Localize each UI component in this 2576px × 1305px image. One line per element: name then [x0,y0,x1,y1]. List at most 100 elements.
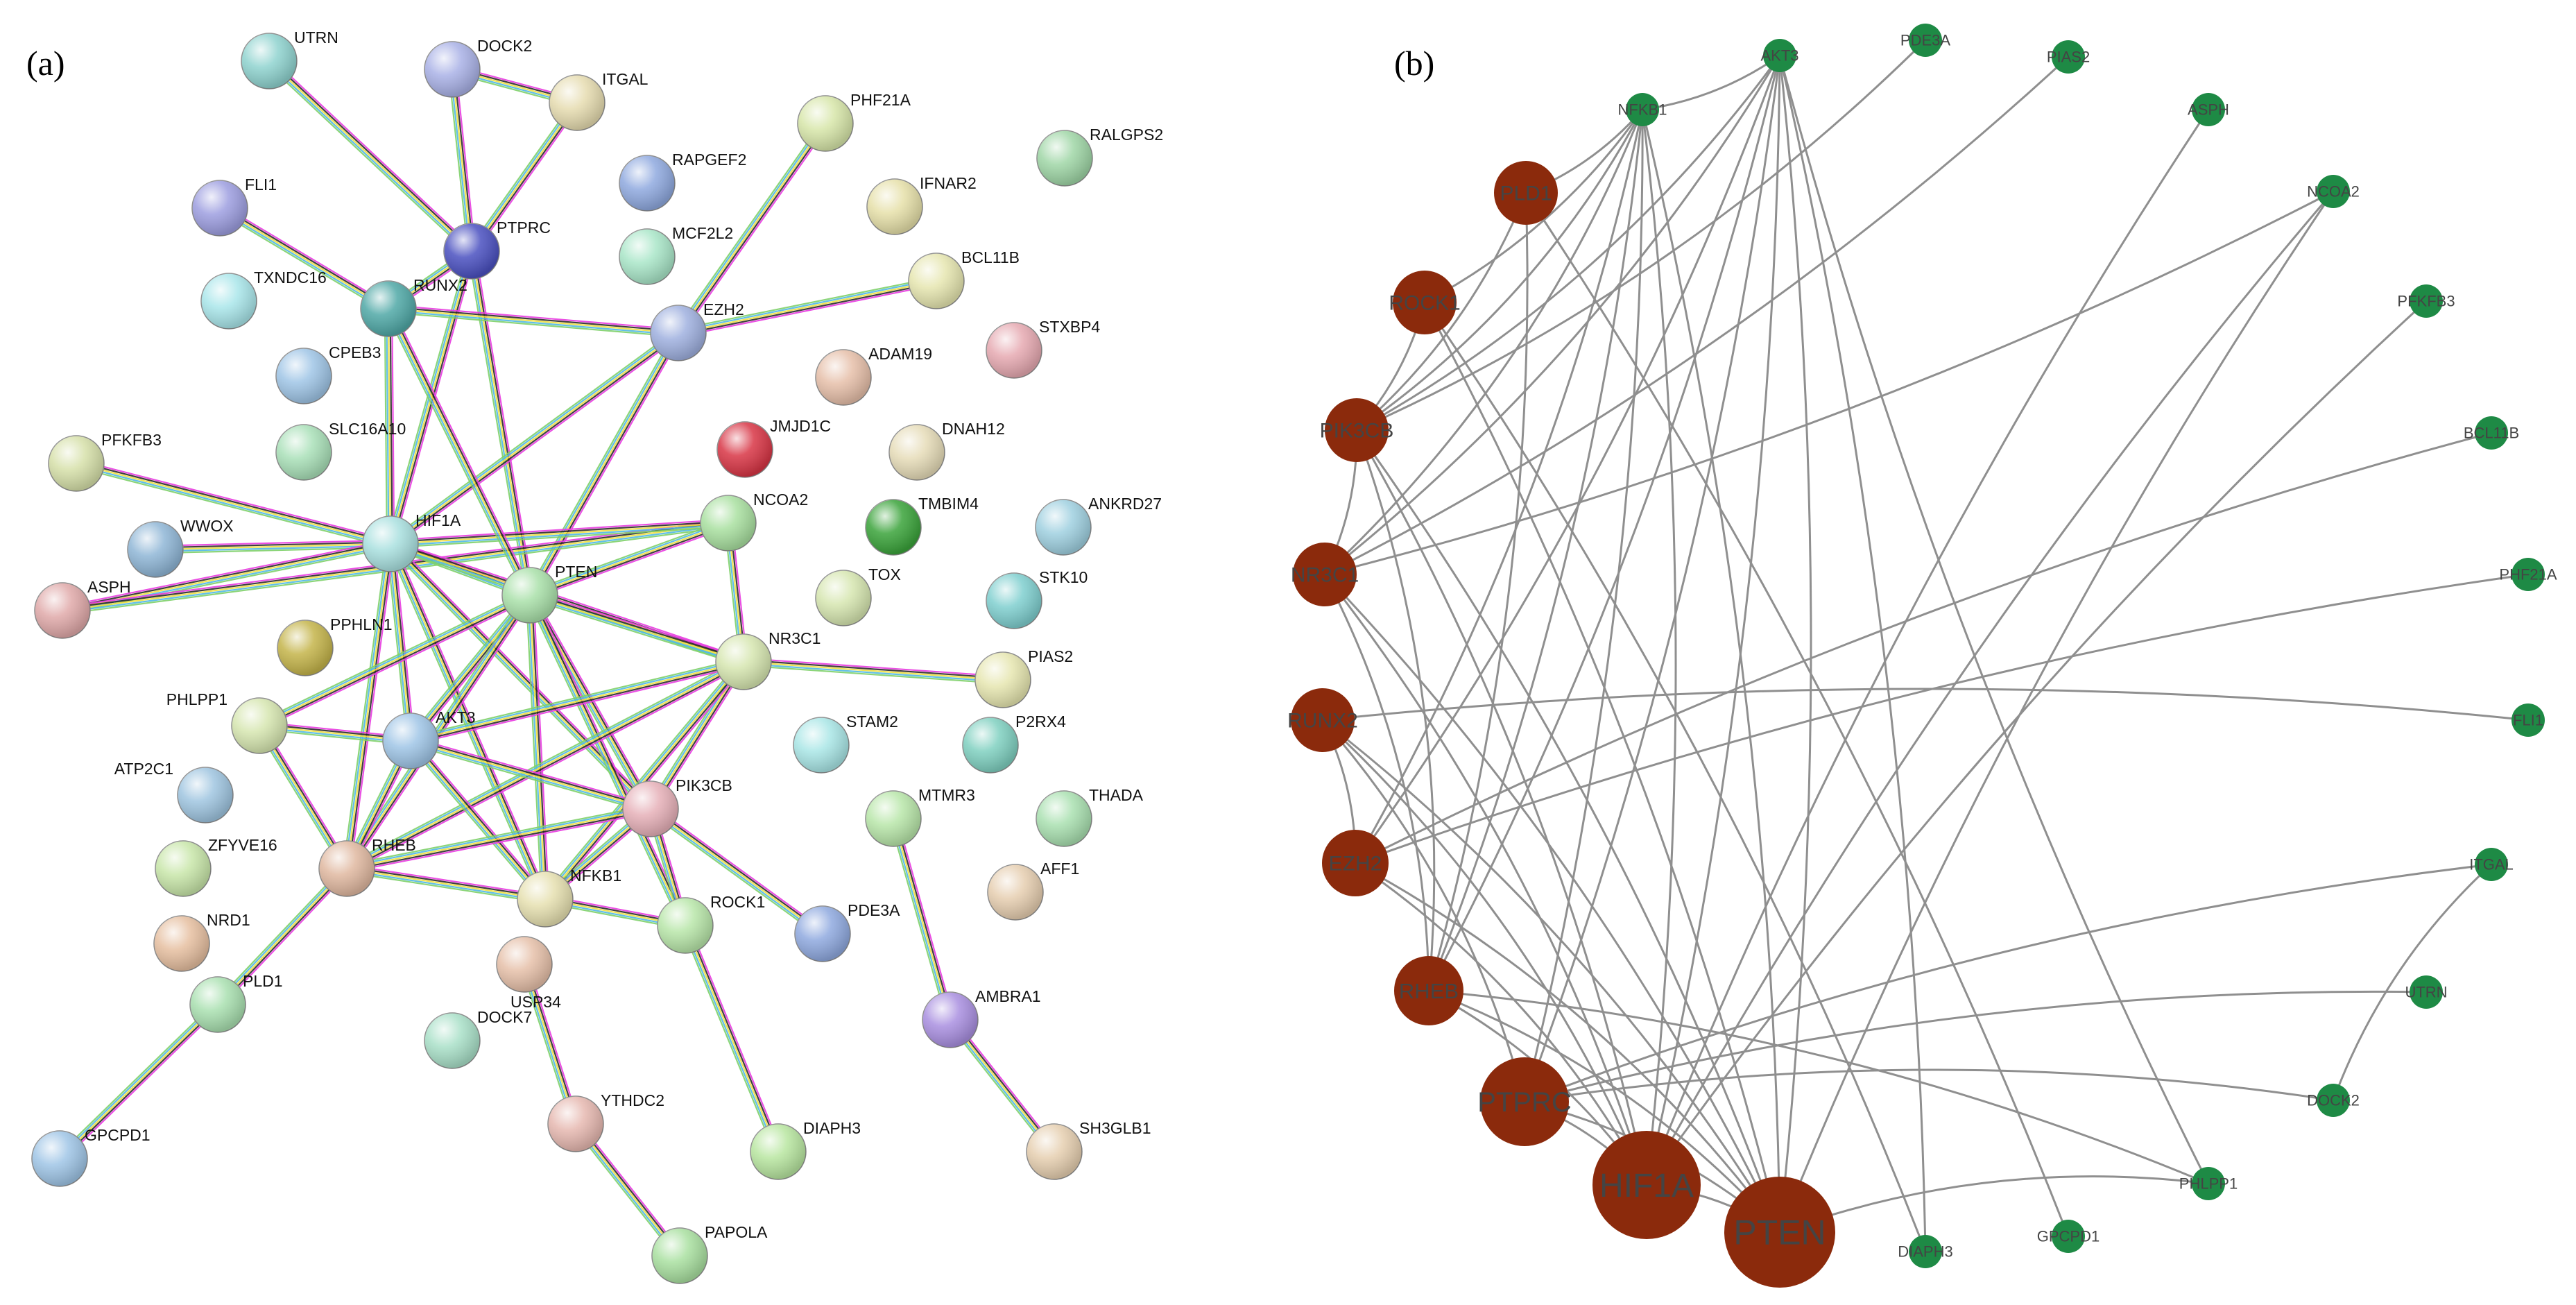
node-tox[interactable]: TOX [815,565,901,626]
leaf-phf21a[interactable]: PHF21A [2499,558,2557,591]
node-papola-sheen [652,1228,707,1283]
node-ambra1[interactable]: AMBRA1 [922,987,1041,1048]
leaf-fli1[interactable]: FLI1 [2511,703,2545,737]
leaf-pde3a[interactable]: PDE3A [1900,24,1950,57]
node-ralgps2[interactable]: RALGPS2 [1036,126,1163,187]
leaf-fli1-circle [2511,703,2545,737]
leaf-itgal[interactable]: ITGAL [2469,848,2514,881]
node-asph[interactable]: ASPH [34,578,131,639]
node-gpcpd1[interactable]: GPCPD1 [31,1126,151,1187]
hub-pten[interactable]: PTEN [1724,1177,1835,1288]
node-stk10[interactable]: STK10 [986,568,1088,629]
node-rapgef2[interactable]: RAPGEF2 [619,151,746,212]
node-wwox[interactable]: WWOX [127,517,234,578]
node-usp34[interactable]: USP34 [496,936,561,1011]
edge-runx2-hif1a [384,308,395,545]
node-diaph3[interactable]: DIAPH3 [750,1119,861,1180]
node-utrn[interactable]: UTRN [241,28,338,89]
hub-pik3cb[interactable]: PIK3CB [1320,398,1394,462]
node-p2rx4[interactable]: P2RX4 [962,713,1066,774]
node-phf21a[interactable]: PHF21A [797,91,911,152]
node-dnah12[interactable]: DNAH12 [888,420,1005,481]
node-txndc16[interactable]: TXNDC16 [200,268,327,330]
hub-nr3c1[interactable]: NR3C1 [1291,543,1359,606]
node-dock2[interactable]: DOCK2 [424,37,532,98]
node-jmjd1c[interactable]: JMJD1C [716,417,831,478]
leaf-phlpp1[interactable]: PHLPP1 [2179,1167,2238,1200]
hub-ezh2[interactable]: EZH2 [1322,830,1389,896]
node-rock1[interactable]: ROCK1 [657,893,765,954]
node-ptprc[interactable]: PTPRC [443,219,551,280]
node-runx2[interactable]: RUNX2 [360,276,467,337]
hub-rheb[interactable]: RHEB [1394,956,1463,1025]
node-mtmr3-sheen [866,791,921,846]
node-ythdc2[interactable]: YTHDC2 [547,1091,664,1152]
hub-pld1[interactable]: PLD1 [1494,161,1558,225]
node-slc16a10[interactable]: SLC16A10 [275,420,406,481]
edge-pld1-pik3cb [1356,192,1527,432]
node-nr3c1[interactable]: NR3C1 [715,629,821,690]
hub-rock1[interactable]: ROCK1 [1389,271,1461,334]
node-pphln1[interactable]: PPHLN1 [277,615,392,676]
edge-akt3-nfkb1 [407,737,549,903]
leaf-phlpp1-circle [2192,1167,2225,1200]
node-zfyve16-label: ZFYVE16 [208,836,277,854]
node-ifnar2[interactable]: IFNAR2 [866,174,977,235]
leaf-akt3[interactable]: AKT3 [1760,39,1799,72]
node-phlpp1[interactable]: PHLPP1 [166,690,288,754]
node-itgal[interactable]: ITGAL [549,70,649,131]
node-thada[interactable]: THADA [1036,786,1144,847]
leaf-pias2[interactable]: PIAS2 [2047,40,2090,74]
node-aff1[interactable]: AFF1 [987,860,1079,921]
node-pde3a[interactable]: PDE3A [794,901,900,962]
node-pld1[interactable]: PLD1 [189,972,283,1033]
node-ankrd27[interactable]: ANKRD27 [1035,495,1162,556]
leaf-asph[interactable]: ASPH [2188,93,2229,126]
leaf-gpcpd1[interactable]: GPCPD1 [2037,1220,2100,1253]
node-stxbp4[interactable]: STXBP4 [986,318,1100,379]
leaf-nfkb1[interactable]: NFKB1 [1618,93,1667,126]
leaf-utrn[interactable]: UTRN [2405,975,2448,1009]
node-ncoa2-label: NCOA2 [753,491,808,509]
node-pten[interactable]: PTEN [501,563,597,624]
node-tmbim4-label: TMBIM4 [918,495,979,513]
node-stam2-sheen [793,717,849,773]
node-pias2[interactable]: PIAS2 [974,647,1073,708]
node-ezh2[interactable]: EZH2 [650,300,744,361]
node-pik3cb[interactable]: PIK3CB [622,776,732,837]
node-adam19[interactable]: ADAM19 [815,345,932,406]
node-adam19-sheen [816,350,871,405]
leaf-pfkfb3[interactable]: PFKFB3 [2397,284,2455,318]
hub-ptprc[interactable]: PTPRC [1477,1057,1572,1146]
node-cpeb3[interactable]: CPEB3 [275,343,381,404]
node-sh3glb1[interactable]: SH3GLB1 [1026,1119,1151,1180]
hub-runx2[interactable]: RUNX2 [1287,688,1358,752]
node-papola[interactable]: PAPOLA [651,1223,768,1284]
node-rheb[interactable]: RHEB [318,836,416,897]
node-stam2[interactable]: STAM2 [793,713,898,774]
leaf-diaph3[interactable]: DIAPH3 [1898,1235,1953,1268]
node-nrd1[interactable]: NRD1 [153,911,250,972]
node-tmbim4[interactable]: TMBIM4 [865,495,979,556]
node-ncoa2[interactable]: NCOA2 [700,491,808,552]
leaf-dock2[interactable]: DOCK2 [2307,1084,2360,1117]
node-dock7[interactable]: DOCK7 [424,1008,532,1069]
node-atp2c1[interactable]: ATP2C1 [114,760,234,824]
hub-hif1a[interactable]: HIF1A [1592,1131,1701,1239]
leaf-bcl11b[interactable]: BCL11B [2464,416,2519,450]
node-mcf2l2[interactable]: MCF2L2 [619,224,733,285]
leaf-ncoa2[interactable]: NCOA2 [2307,175,2360,208]
node-fli1[interactable]: FLI1 [191,176,277,237]
node-mtmr3[interactable]: MTMR3 [865,786,975,847]
node-sh3glb1-sheen [1027,1124,1082,1179]
edge-dock2-ptprc [1524,1068,2334,1103]
node-akt3[interactable]: AKT3 [382,708,476,769]
node-pfkfb3[interactable]: PFKFB3 [48,431,162,492]
node-bcl11b[interactable]: BCL11B [908,248,1020,309]
node-ythdc2-sheen [548,1096,603,1152]
edge-nr3c1-rheb [1323,574,1430,991]
node-zfyve16[interactable]: ZFYVE16 [155,836,277,897]
node-hif1a[interactable]: HIF1A [362,511,461,572]
node-nfkb1[interactable]: NFKB1 [517,867,621,928]
